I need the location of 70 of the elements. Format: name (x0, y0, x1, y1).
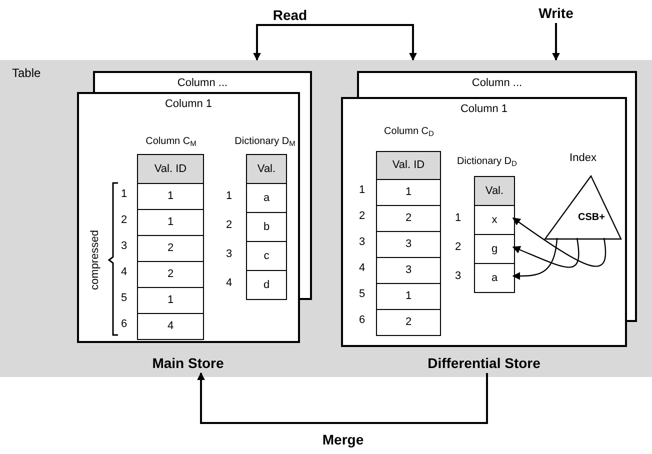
row-number: 2 (358, 208, 366, 224)
column-panel (93, 71, 312, 92)
table-cell: 1 (137, 287, 204, 314)
arrow (512, 238, 558, 280)
table-header-cell: Val. (474, 176, 515, 206)
table-cell: 1 (376, 283, 441, 310)
row-number: 4 (226, 276, 232, 291)
table-cell: 2 (137, 235, 204, 262)
brace-label: compressed (88, 230, 102, 290)
panel-title: Column ... (472, 76, 522, 91)
table-cell: 3 (376, 257, 441, 284)
table-cell: 2 (376, 309, 441, 336)
row-number: 3 (226, 246, 232, 262)
panel-title: Column ... (177, 76, 228, 91)
table-band (0, 60, 652, 377)
table-cell: 3 (376, 231, 441, 258)
arrow (253, 24, 290, 61)
row-number: 1 (358, 182, 366, 198)
operation-label: Write (529, 4, 583, 23)
table-cell: 2 (376, 205, 441, 232)
row-number: 4 (120, 264, 128, 280)
row-number: 2 (226, 218, 232, 233)
arrow (290, 24, 417, 61)
table-header-cell: Val. ID (137, 154, 204, 184)
arrow (197, 372, 488, 424)
row-number: 3 (358, 234, 366, 250)
row-number: 1 (226, 188, 232, 204)
row-number: 2 (454, 240, 462, 255)
column-panel (341, 97, 627, 347)
row-number: 2 (120, 212, 128, 228)
column-panel (77, 92, 300, 343)
arrow (552, 23, 560, 61)
row-number: 5 (358, 286, 366, 302)
panel-title: Column 1 (164, 97, 212, 112)
table-cell: g (474, 234, 515, 264)
table-cell: c (246, 241, 287, 271)
table-cell: d (246, 270, 287, 300)
table-cell: 2 (137, 261, 204, 288)
table-cell: 1 (376, 179, 441, 206)
row-number: 3 (120, 238, 128, 254)
table-cell: a (474, 263, 515, 293)
panel-title: Column 1 (460, 102, 508, 117)
row-number: 4 (358, 260, 366, 276)
operation-label: Differential Store (414, 354, 554, 373)
table-header-cell: Val. (246, 154, 287, 184)
table-heading: Column C$_{D}$ (384, 125, 434, 139)
arrow (512, 238, 580, 268)
operation-label: Read (264, 6, 316, 25)
table-cell: a (246, 183, 287, 213)
table-header-cell: Val. ID (376, 151, 441, 180)
index-heading: Index (570, 151, 596, 166)
table-cell: 1 (137, 183, 204, 210)
arrow (512, 218, 606, 267)
table-title: Table (12, 65, 41, 82)
table-heading: Dictionary D$_{D}$ (457, 155, 517, 169)
table-cell: x (474, 205, 515, 235)
table-heading: Column C$_{M}$ (146, 135, 196, 149)
row-number: 6 (358, 312, 366, 328)
row-number: 1 (120, 186, 128, 202)
column-panel (357, 71, 637, 97)
row-number: 3 (454, 268, 462, 284)
table-heading: Dictionary D$_{M}$ (234, 135, 296, 149)
table-cell: 1 (137, 209, 204, 236)
row-number: 6 (120, 316, 128, 332)
tree-label: CSB+ (578, 211, 605, 225)
table-cell: 4 (137, 313, 204, 340)
row-number: 1 (454, 210, 462, 226)
row-number: 5 (120, 290, 128, 306)
operation-label: Main Store (140, 354, 236, 373)
table-cell: b (246, 212, 287, 242)
